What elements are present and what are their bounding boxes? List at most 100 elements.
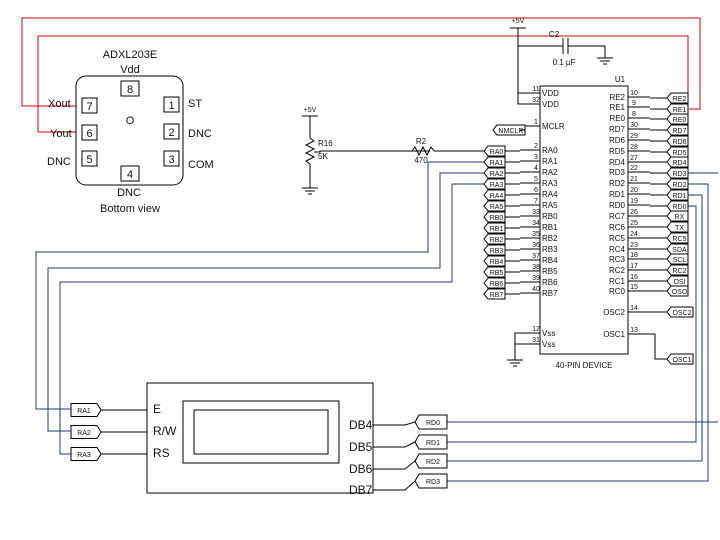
mcu-right-tag-tx: TX bbox=[675, 225, 684, 232]
mcu-right-tag-rc2: RC2 bbox=[672, 268, 686, 275]
mcu-left-tag-ra4: RA4 bbox=[490, 193, 504, 200]
mcu-right-tag-osc2-shape bbox=[666, 306, 694, 318]
mcu-left-tag-rb6: RB6 bbox=[490, 281, 504, 288]
mcu-right-tag-rd7-shape bbox=[666, 124, 689, 136]
mcu-right-tag-rd4-shape bbox=[666, 156, 689, 168]
cap-value: 0.1 µF bbox=[553, 58, 576, 67]
mcu-right-pin-name-0: RE2 bbox=[609, 93, 625, 102]
lcd-data-label-0: DB4 bbox=[349, 418, 373, 432]
mcu-right-tag-rd5-shape bbox=[666, 146, 689, 158]
mcu-right-pin-num-20: 13 bbox=[630, 327, 638, 334]
lcd-ctrl-tag-0-shape bbox=[70, 403, 102, 417]
mcu-right-tag-re0-shape bbox=[666, 113, 689, 125]
lcd-data-tag-0: RD0 bbox=[426, 420, 440, 427]
mcu-right-tag-rd4: RD4 bbox=[672, 160, 686, 167]
accel-pin-num-p2: 2 bbox=[168, 127, 174, 139]
mcu-left-pin-name-15: RB6 bbox=[542, 278, 558, 287]
mcu-right-pin-name-9: RD1 bbox=[609, 190, 626, 199]
mcu-left-pin-name-5: RA2 bbox=[542, 168, 558, 177]
accel-xout-label: Xout bbox=[48, 98, 71, 110]
mcu-right-tag-rd6: RD6 bbox=[672, 139, 686, 146]
mcu-ref: U1 bbox=[615, 75, 626, 84]
mcu-right-pin-num-1: 9 bbox=[632, 100, 636, 107]
lcd-ctrl-tag-2-shape bbox=[70, 447, 102, 461]
accel-pin-num-p6: 6 bbox=[86, 128, 92, 140]
accel-dnc-right-label: DNC bbox=[188, 128, 212, 140]
mcu-right-pin-name-16: RC2 bbox=[609, 266, 626, 275]
mcu-left-tag-rb1: RB1 bbox=[490, 226, 504, 233]
mcu-right-pin-num-14: 23 bbox=[630, 242, 638, 249]
lcd-data-label-1: DB5 bbox=[349, 440, 373, 454]
wires bbox=[21, 17, 718, 482]
lcd-data-tag-0-shape bbox=[414, 414, 448, 430]
mcu-right-pin-name-18: RC0 bbox=[609, 287, 626, 296]
adxl203e-package: ADXL203EVddO87651234XoutYoutDNCSTDNCCOMD… bbox=[47, 49, 214, 215]
accel-pin-p8 bbox=[120, 80, 140, 97]
wire-yout-re0 bbox=[37, 35, 689, 133]
mcu-caption: 40-PIN DEVICE bbox=[556, 361, 613, 370]
mcu-left-pin-num-13: 37 bbox=[532, 253, 540, 260]
accel-vdd-label: Vdd bbox=[120, 64, 140, 76]
mcu-left-pin-num-8: 7 bbox=[534, 198, 538, 205]
mcu-right-tag-tx-shape bbox=[666, 221, 689, 233]
mcu-left-pin-num-0: 11 bbox=[532, 86, 539, 93]
pot-wiper-wire bbox=[314, 150, 430, 153]
mcu-left-pin-num-11: 35 bbox=[532, 231, 540, 238]
mcu-right-tag-scl-shape bbox=[666, 253, 689, 265]
mcu-left-pin-name-3: RA0 bbox=[542, 146, 558, 155]
mcu-right-tag-osc1: OSC1 bbox=[672, 357, 691, 364]
mcu-right-pin-num-3: 30 bbox=[630, 122, 638, 129]
lcd-data-wire-1 bbox=[373, 441, 416, 448]
mcu-right-pin-num-12: 25 bbox=[630, 220, 638, 227]
accel-pin-p1 bbox=[163, 96, 180, 113]
mcu-right-pin-num-15: 18 bbox=[630, 252, 638, 259]
mcu-right-pin-name-8: RD2 bbox=[609, 179, 626, 188]
lcd-data-tag-3-shape bbox=[414, 473, 448, 489]
cap-right-wire bbox=[568, 45, 606, 58]
mcu-right-pin-num-2: 8 bbox=[632, 111, 636, 118]
mcu-right-pin-num-19: 14 bbox=[630, 305, 638, 312]
pot-value: 5K bbox=[318, 152, 328, 161]
lcd-data-tag-2-shape bbox=[414, 453, 448, 469]
mcu-right-tag-re1: RE1 bbox=[673, 107, 687, 114]
accel-pin-num-p4: 4 bbox=[127, 169, 133, 181]
lcd-data-label-3: DB7 bbox=[349, 483, 373, 497]
mcu-right-tag-re2: RE2 bbox=[673, 96, 687, 103]
mcu-right-tag-rd0: RD0 bbox=[672, 204, 686, 211]
mcu-right-tag-rc5-shape bbox=[666, 232, 689, 244]
mcu-left-pin-num-7: 6 bbox=[534, 187, 538, 194]
vcc-pot-label: +5V bbox=[304, 107, 317, 114]
mcu-right-pin-name-20: OSC1 bbox=[603, 330, 625, 339]
mcu-right-pin-num-18: 15 bbox=[630, 284, 638, 291]
mcu-left-pin-name-4: RA1 bbox=[542, 157, 558, 166]
lcd-data-wire-2 bbox=[373, 460, 416, 470]
r2-value: 470 bbox=[414, 156, 428, 165]
mcu-right-tag-re0: RE0 bbox=[673, 117, 687, 124]
mcu-left-tag-ra1: RA1 bbox=[490, 160, 504, 167]
lcd-data-wire-0 bbox=[373, 421, 416, 426]
lcd-ctrl-tag-1-shape bbox=[70, 425, 102, 439]
lcd-ctrl-label-2: RS bbox=[153, 446, 170, 460]
mcu-left-pin-name-9: RB0 bbox=[542, 212, 558, 221]
mcu-left-tag-rb0: RB0 bbox=[490, 215, 504, 222]
r2-ref: R2 bbox=[416, 137, 427, 146]
mcu-left-tag-nmclr: NMCLR bbox=[499, 128, 524, 135]
accel-dnc-bottom-label: DNC bbox=[117, 187, 141, 199]
mcu-right-pin-name-11: RC7 bbox=[609, 212, 626, 221]
accel-part-number: ADXL203E bbox=[103, 49, 157, 61]
lcd-display-window bbox=[193, 409, 329, 455]
mcu-left-pin-name-8: RA5 bbox=[542, 201, 558, 210]
accel-pin-p2 bbox=[163, 123, 180, 140]
mcu-left-pin-num-4: 3 bbox=[534, 154, 538, 161]
mcu-right-tag-re2-shape bbox=[666, 92, 689, 104]
mcu-right-pin-num-9: 20 bbox=[630, 187, 638, 194]
mcu-right-pin-name-15: RC3 bbox=[609, 255, 626, 264]
mcu-right-tag-osi-shape bbox=[666, 275, 689, 287]
mcu-right-pin-num-10: 19 bbox=[630, 198, 638, 205]
mcu-left-pin-num-9: 33 bbox=[532, 209, 540, 216]
accel-yout-label: Yout bbox=[50, 128, 72, 140]
mcu-right-pin-name-14: RC4 bbox=[609, 245, 626, 254]
